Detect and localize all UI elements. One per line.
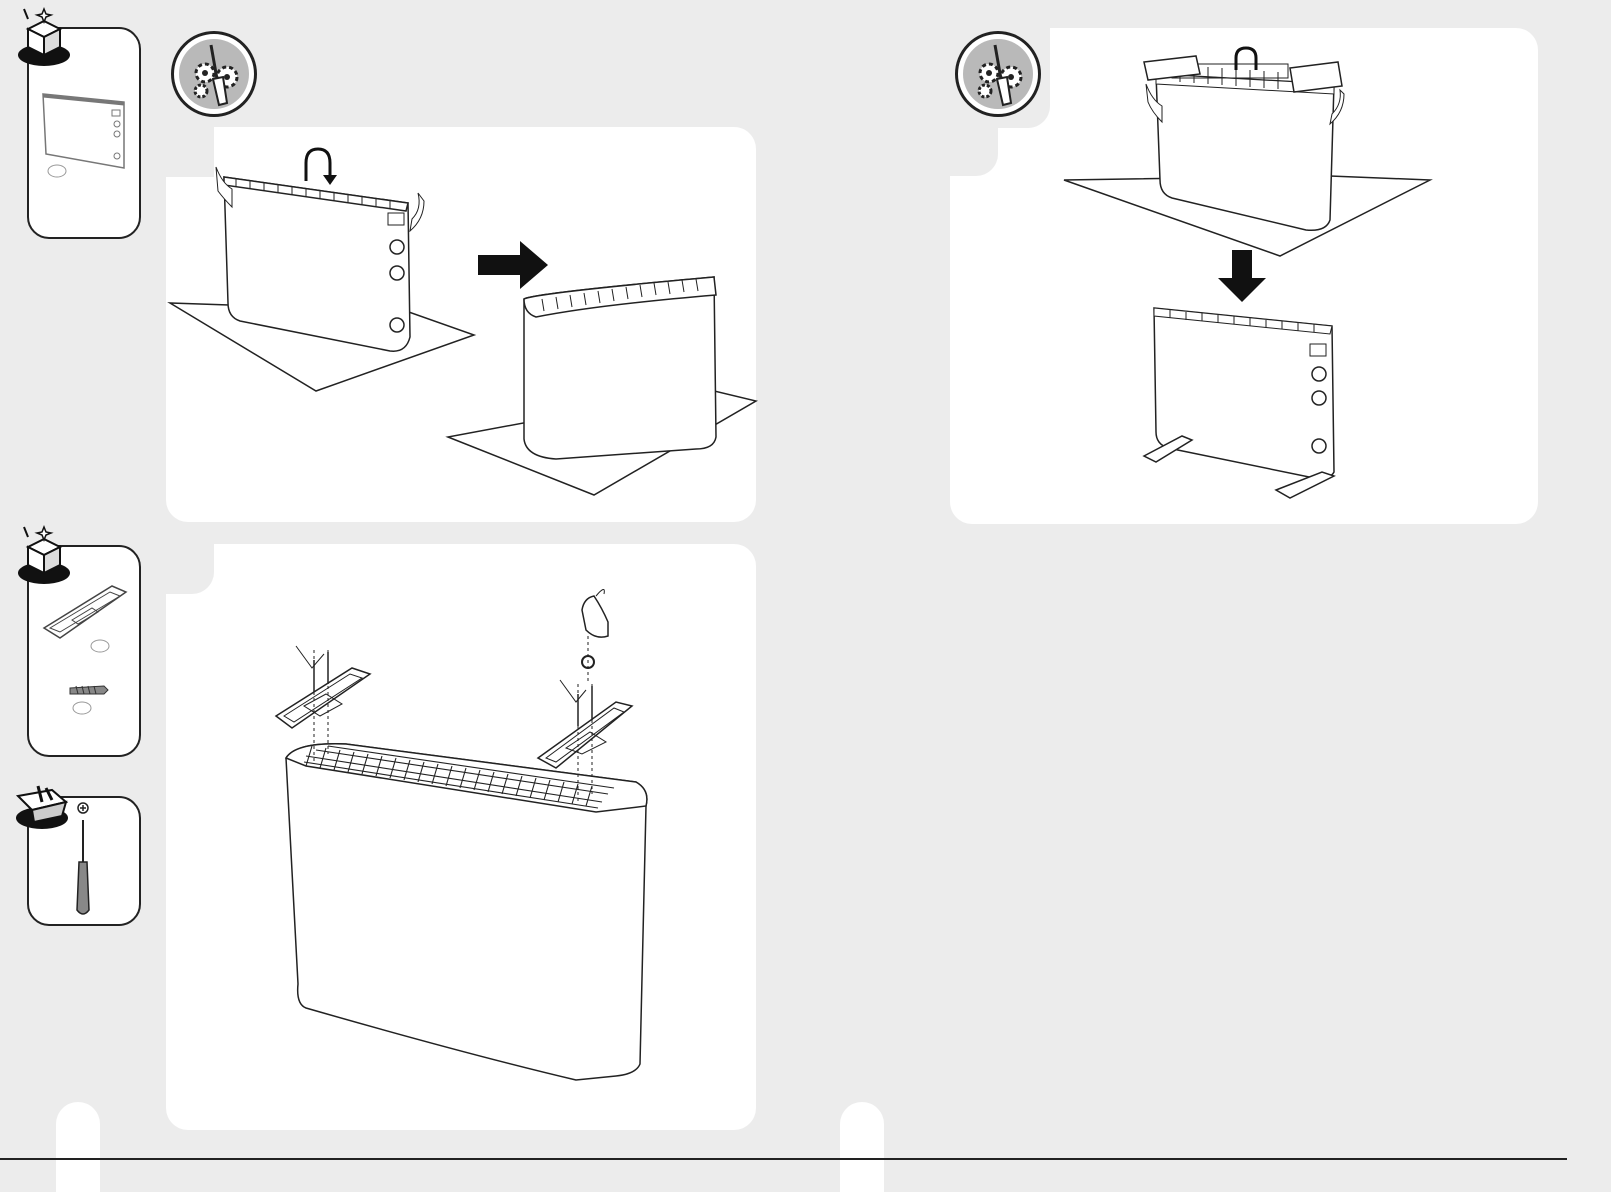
phillips-screwdriver-icon xyxy=(68,800,98,920)
down-arrow-icon xyxy=(1218,250,1266,302)
screwdriver-gears-icon xyxy=(171,31,257,117)
page-tab-right xyxy=(840,1102,884,1192)
page-tab-left xyxy=(56,1102,100,1192)
open-box-icon xyxy=(14,523,74,585)
page-bottom-rule xyxy=(0,1158,1567,1160)
heater-thumbnail xyxy=(40,90,130,180)
turn-heater-over-illustration xyxy=(166,127,756,522)
set-upright-illustration xyxy=(950,28,1538,524)
fit-feet-illustration xyxy=(166,544,756,1130)
foot-bracket-thumbnail xyxy=(42,584,132,654)
open-box-icon xyxy=(14,5,74,67)
right-arrow-icon xyxy=(478,241,548,289)
toolbox-icon xyxy=(12,782,74,832)
screw-thumbnail xyxy=(66,678,116,718)
